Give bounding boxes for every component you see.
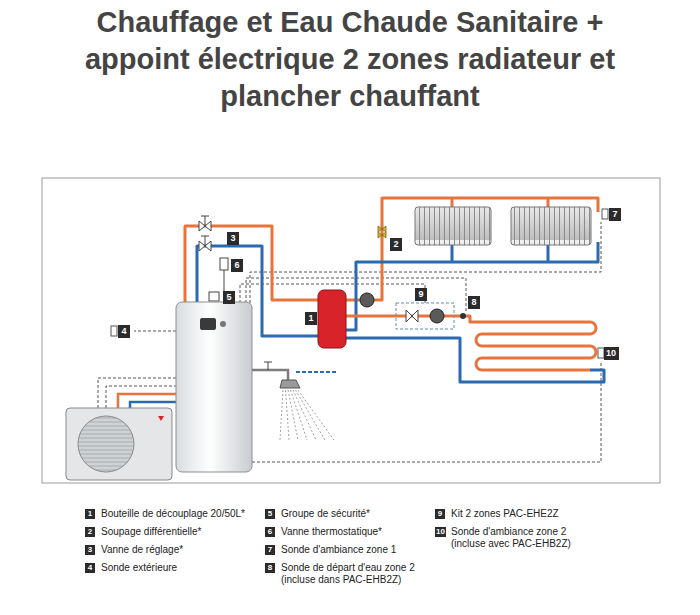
sensor-icon	[602, 209, 608, 219]
floor-heating-coil	[346, 316, 596, 370]
circulator-pump	[430, 309, 444, 323]
water-drop-line	[291, 390, 308, 440]
legend-number: 8	[265, 563, 275, 573]
callout-text: 6	[234, 259, 239, 272]
hot-water-tank	[176, 302, 252, 472]
hot-pipe	[346, 198, 598, 300]
sensor-cable	[252, 362, 601, 462]
radiator	[511, 207, 591, 245]
control-knob	[220, 321, 226, 327]
callout-number: 7	[609, 208, 621, 221]
callout-text: 8	[471, 296, 476, 309]
water-drop-line	[293, 390, 316, 440]
callout-number: 2	[390, 238, 402, 251]
valve-handle	[201, 236, 209, 246]
control-panel	[200, 318, 216, 330]
callout-text: 3	[230, 232, 235, 245]
callout-text: 2	[393, 238, 398, 251]
cold-pipe	[346, 338, 604, 382]
legend-text: Sonde d'ambiance zone 2 (incluse avec PA…	[451, 526, 591, 550]
callout-number: 5	[223, 291, 235, 304]
cold-pipe	[130, 402, 176, 408]
radiator	[415, 207, 491, 245]
callout-number: 9	[415, 288, 427, 301]
callout-text: 4	[121, 325, 126, 338]
legend-text: Kit 2 zones PAC-EHE2Z	[451, 508, 591, 520]
water-drop-line	[286, 390, 290, 440]
mixing-valve	[406, 310, 418, 322]
callout-number: 1	[305, 312, 317, 325]
water-drop-line	[296, 390, 326, 440]
legend-number: 2	[85, 527, 95, 537]
water-spray	[280, 390, 334, 440]
legend-number: 6	[265, 527, 275, 537]
hot-water-pipe	[252, 370, 288, 380]
power-cable	[106, 386, 176, 408]
legend-text: Sonde extérieure	[101, 562, 271, 574]
power-cable	[98, 378, 176, 408]
sensor-icon	[111, 326, 117, 336]
diagram-frame	[42, 178, 660, 483]
water-drop-line	[280, 390, 283, 440]
thermostatic-valve	[220, 258, 228, 270]
flow-sensor	[460, 313, 466, 319]
legend-number: 4	[85, 563, 95, 573]
callout-text: 7	[612, 208, 617, 221]
callout-text: 9	[418, 288, 423, 301]
callout-number: 3	[227, 232, 239, 245]
callout-number: 4	[118, 325, 130, 338]
callout-text: 1	[308, 312, 313, 325]
legend-text: Bouteille de découplage 20/50L*	[101, 508, 271, 520]
callout-text: 10	[606, 347, 616, 360]
safety-group	[209, 292, 219, 301]
decoupling-bottle	[318, 290, 346, 348]
brand-logo	[158, 416, 164, 421]
outdoor-unit	[66, 408, 172, 480]
callout-number: 6	[231, 259, 243, 272]
legend-number: 9	[435, 509, 445, 519]
legend-text: Sonde d'ambiance zone 1	[281, 544, 439, 556]
legend-number: 10	[435, 527, 446, 537]
hot-pipe	[118, 394, 176, 408]
legend-text: Sonde de départ d'eau zone 2 (incluse da…	[281, 562, 439, 586]
legend-text: Vanne de réglage*	[101, 544, 271, 556]
fan-grille	[78, 416, 134, 472]
callout-number: 10	[604, 347, 619, 360]
legend-number: 5	[265, 509, 275, 519]
callout-number: 8	[468, 296, 480, 309]
callout-text: 5	[226, 291, 231, 304]
zone-kit-outline	[396, 303, 454, 329]
differential-valve	[378, 226, 386, 238]
valve-handle	[201, 216, 209, 226]
cold-pipe	[197, 246, 318, 336]
sensor-cable	[134, 331, 176, 332]
legend-number: 1	[85, 509, 95, 519]
water-drop-line	[298, 390, 334, 440]
legend-number: 3	[85, 545, 95, 555]
hot-pipe	[185, 226, 318, 303]
cold-water-pipe	[296, 371, 336, 373]
legend-number: 7	[265, 545, 275, 555]
page-title: Chauffage et Eau Chaude Sanitaire + appo…	[45, 4, 655, 115]
shower-valve	[264, 362, 272, 370]
shower-head	[280, 380, 300, 388]
legend-text: Soupage différentielle*	[101, 526, 271, 538]
legend-text: Vanne thermostatique*	[281, 526, 439, 538]
circulator-pump	[360, 293, 374, 307]
legend-text: Groupe de sécurité*	[281, 508, 439, 520]
